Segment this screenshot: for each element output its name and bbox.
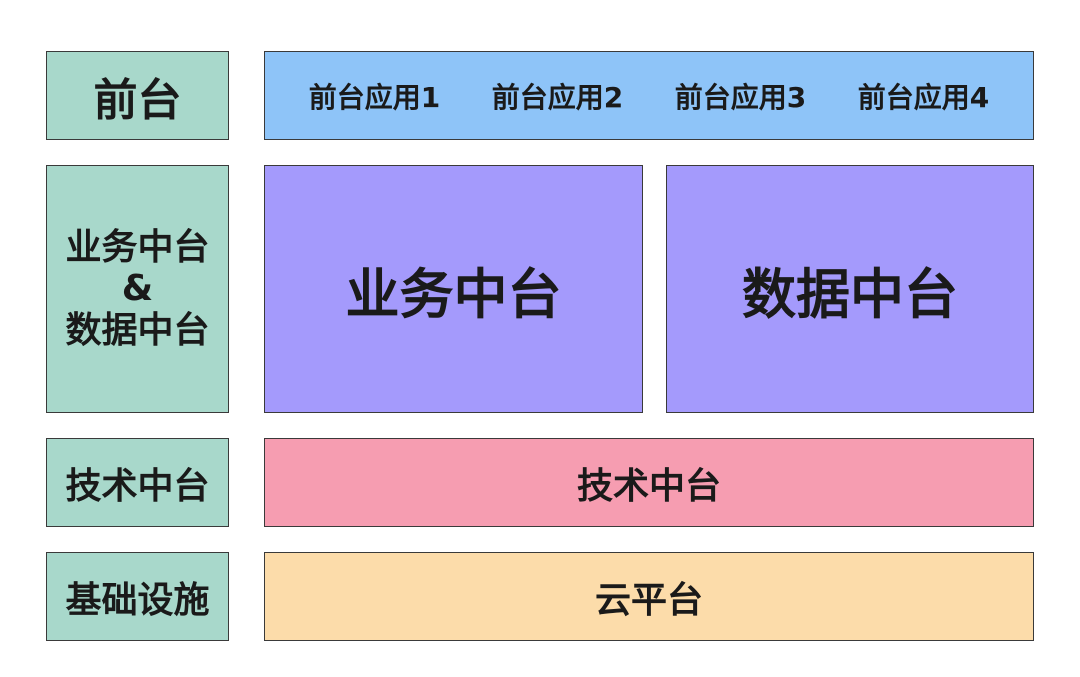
layer-label-front: 前台 [46,51,229,140]
layer-label-tech-text: 技术中台 [65,465,210,507]
business-middle-text: 业务中台 [345,262,562,326]
business-middle-box: 业务中台 [264,165,643,413]
front-app-1: 前台应用1 [308,80,441,114]
layer-label-infra: 基础设施 [46,552,229,641]
tech-middle-text: 技术中台 [576,465,721,507]
layer-label-middle-line2: & [121,268,154,310]
layer-label-tech: 技术中台 [46,438,229,527]
front-app-4: 前台应用4 [857,80,990,114]
cloud-platform-box: 云平台 [264,552,1034,641]
layer-label-front-text: 前台 [93,74,182,126]
front-app-3: 前台应用3 [674,80,807,114]
layer-label-middle-line3: 数据中台 [65,309,210,351]
layer-label-middle-line1: 业务中台 [65,226,210,268]
data-middle-box: 数据中台 [666,165,1034,413]
data-middle-text: 数据中台 [742,262,958,326]
front-app-2: 前台应用2 [491,80,624,114]
layer-label-middle: 业务中台 & 数据中台 [46,165,229,413]
front-apps-box: 前台应用1 前台应用2 前台应用3 前台应用4 [264,51,1034,140]
layer-label-infra-text: 基础设施 [65,579,210,621]
tech-middle-box: 技术中台 [264,438,1034,527]
cloud-platform-text: 云平台 [594,579,703,621]
